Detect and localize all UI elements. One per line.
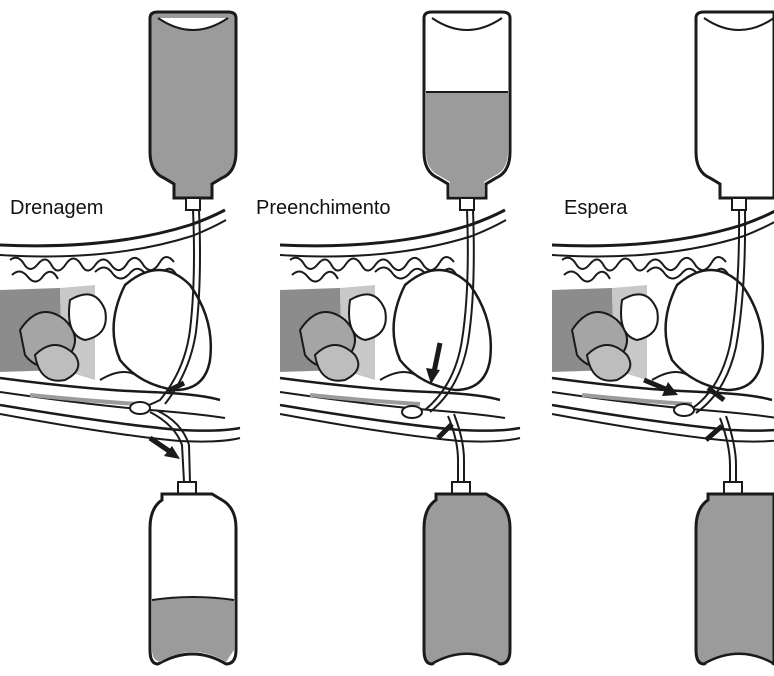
bottom-bag <box>424 482 510 664</box>
bottom-bag <box>696 482 774 664</box>
bottom-bag <box>150 482 236 664</box>
label-espera: Espera <box>564 198 627 218</box>
top-bag <box>424 12 510 210</box>
label-preenchimento: Preenchimento <box>256 198 391 218</box>
top-bag <box>150 12 236 210</box>
panel-drenagem <box>0 12 240 664</box>
panel-preenchimento <box>280 12 520 664</box>
panel-espera <box>552 12 774 664</box>
top-bag <box>696 12 774 210</box>
label-drenagem: Drenagem <box>10 198 103 218</box>
